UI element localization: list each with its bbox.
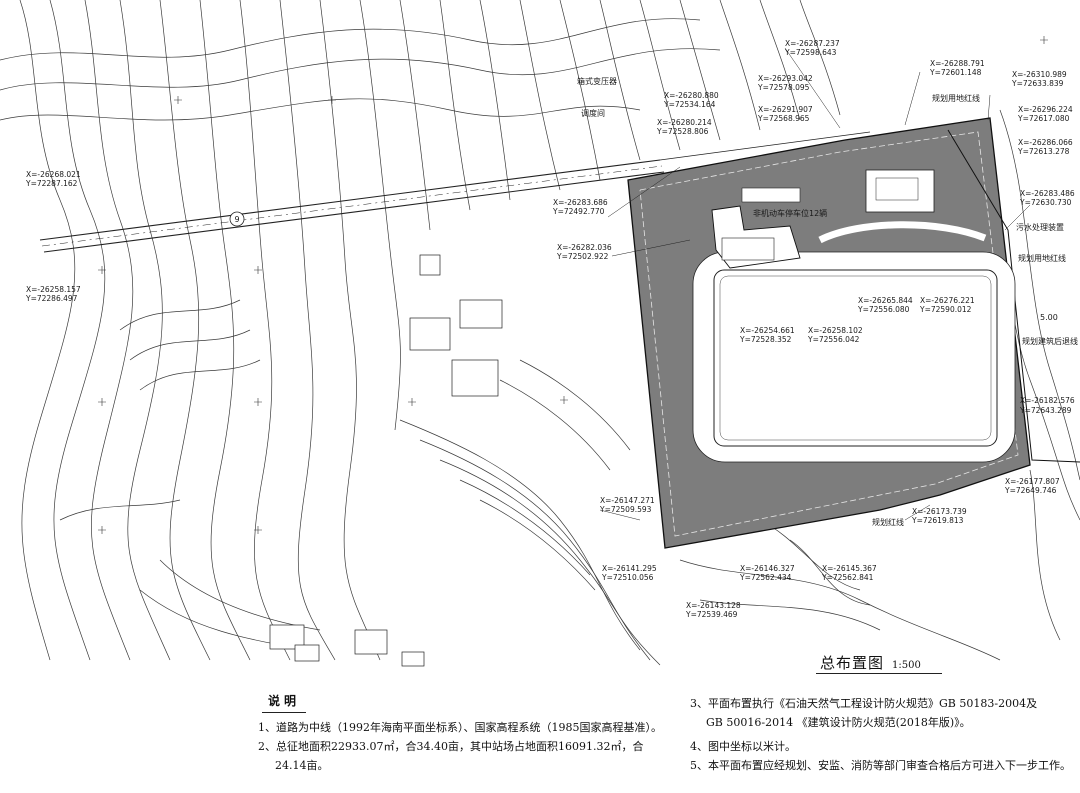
coord-y: Y=72502.922 [556, 252, 609, 261]
coord-y: Y=72568.965 [757, 114, 810, 123]
coord-y: Y=72534.164 [663, 100, 716, 109]
notes-heading: 说明 [261, 692, 307, 713]
coord-x: X=-26141.295 [602, 564, 657, 573]
parking-area [741, 187, 801, 203]
note-item: 1、道路为中线（1992年海南平面坐标系）、国家高程系统（1985国家高程基准）… [258, 721, 662, 734]
coord-x: X=-26143.128 [686, 601, 741, 610]
coord-y: Y=72509.593 [599, 505, 652, 514]
coord-y: Y=72287.162 [25, 179, 78, 188]
coord-y: Y=72613.278 [1017, 147, 1070, 156]
equipment-inner [875, 177, 919, 201]
notes-panel: 说明 1、道路为中线（1992年海南平面坐标系）、国家高程系统（1985国家高程… [0, 660, 1080, 793]
coord-x: X=-26276.221 [920, 296, 975, 305]
coord-x: X=-26282.036 [557, 243, 612, 252]
coord-y: Y=72649.746 [1004, 486, 1057, 495]
grid-crosshairs [98, 36, 1048, 534]
coord-y: Y=72598.643 [784, 48, 837, 57]
process-area [713, 269, 998, 447]
note-item: 4、图中坐标以米计。 [690, 740, 796, 753]
coord-y: Y=72617.080 [1017, 114, 1070, 123]
coord-y: Y=72619.813 [911, 516, 964, 525]
title-underline [816, 673, 942, 674]
entrance-arc [818, 221, 987, 244]
coord-y: Y=72510.056 [601, 573, 654, 582]
coord-x: X=-26146.327 [740, 564, 795, 573]
coord-y: Y=72643.289 [1019, 406, 1072, 415]
coord-x: X=-26283.686 [553, 198, 608, 207]
label-sewage: 污水处理装置 [1016, 222, 1064, 232]
label-setback: 规划建筑后退线 [1022, 336, 1078, 346]
note-item: 5、本平面布置应经规划、安监、消防等部门审查合格后方可进入下一步工作。 [690, 759, 1071, 772]
coord-x: X=-26258.157 [26, 285, 81, 294]
note-item: 3、平面布置执行《石油天然气工程设计防火规范》GB 50183-2004及 [690, 697, 1038, 710]
coord-y: Y=72528.352 [739, 335, 792, 344]
label-land-line-2: 规划用地红线 [1018, 253, 1066, 263]
coord-y: Y=72286.497 [25, 294, 78, 303]
coord-y: Y=72556.042 [807, 335, 860, 344]
label-land-line-1: 规划用地红线 [932, 93, 980, 103]
office-block [721, 237, 775, 261]
label-transformer: 箱式变压器 [577, 76, 617, 86]
leader-lines [599, 47, 1031, 521]
access-road [39, 131, 871, 253]
coord-x: X=-26145.367 [822, 564, 877, 573]
coord-x: X=-26293.042 [758, 74, 813, 83]
coord-x: X=-26173.739 [912, 507, 967, 516]
drawing-title: 总布置图 [820, 654, 885, 672]
coord-y: Y=72630.730 [1019, 198, 1072, 207]
process-area-inner [719, 275, 992, 441]
label-elevation: 5.00 [1040, 313, 1058, 322]
coord-y: Y=72590.012 [919, 305, 972, 314]
coord-y: Y=72556.080 [857, 305, 910, 314]
coord-x: X=-26291.907 [758, 105, 813, 114]
coord-x: X=-26310.989 [1012, 70, 1067, 79]
road-number: 9 [234, 215, 239, 224]
coord-x: X=-26147.271 [600, 496, 655, 505]
note-item: GB 50016-2014 《建筑设计防火规范(2018年版)》。 [706, 716, 971, 729]
road-number-marker [229, 211, 245, 227]
coord-x: X=-26177.807 [1005, 477, 1060, 486]
coord-x: X=-26286.066 [1018, 138, 1073, 147]
coord-x: X=-26280.880 [664, 91, 719, 100]
coord-x: X=-26182.576 [1020, 396, 1075, 405]
note-item: 2、总征地面积22933.07㎡，合34.40亩，其中站场占地面积16091.3… [258, 740, 644, 753]
existing-structures [269, 254, 503, 667]
coord-x: X=-26254.661 [740, 326, 795, 335]
note-item: 24.14亩。 [275, 759, 329, 772]
coord-x: X=-26287.237 [785, 39, 840, 48]
coord-x: X=-26258.102 [808, 326, 863, 335]
coord-x: X=-26280.214 [657, 118, 712, 127]
coord-x: X=-26265.844 [858, 296, 913, 305]
label-dispatch: 调度间 [581, 108, 605, 118]
coord-x: X=-26296.224 [1018, 105, 1073, 114]
coordinate-labels: X=-26287.237 Y=72598.643 X=-26288.791 Y=… [25, 39, 1075, 619]
coord-y: Y=72562.841 [821, 573, 874, 582]
coord-y: Y=72492.770 [552, 207, 605, 216]
coord-y: Y=72539.469 [685, 610, 738, 619]
coord-y: Y=72578.095 [757, 83, 810, 92]
coord-x: X=-26283.486 [1020, 189, 1075, 198]
label-parking: 非机动车停车位12辆 [753, 208, 827, 218]
coord-y: Y=72562.434 [739, 573, 792, 582]
coord-y: Y=72528.806 [656, 127, 709, 136]
drawing-scale: 1:500 [892, 660, 921, 671]
drawing-title-block: 总布置图 1:500 [816, 652, 942, 674]
coord-y: Y=72601.148 [929, 68, 982, 77]
label-red-line: 规划红线 [872, 517, 904, 527]
setback-line [639, 131, 1019, 537]
coord-x: X=-26288.791 [930, 59, 985, 68]
coord-x: X=-26268.021 [26, 170, 81, 179]
coord-y: Y=72633.839 [1011, 79, 1064, 88]
equipment-building [865, 169, 935, 213]
